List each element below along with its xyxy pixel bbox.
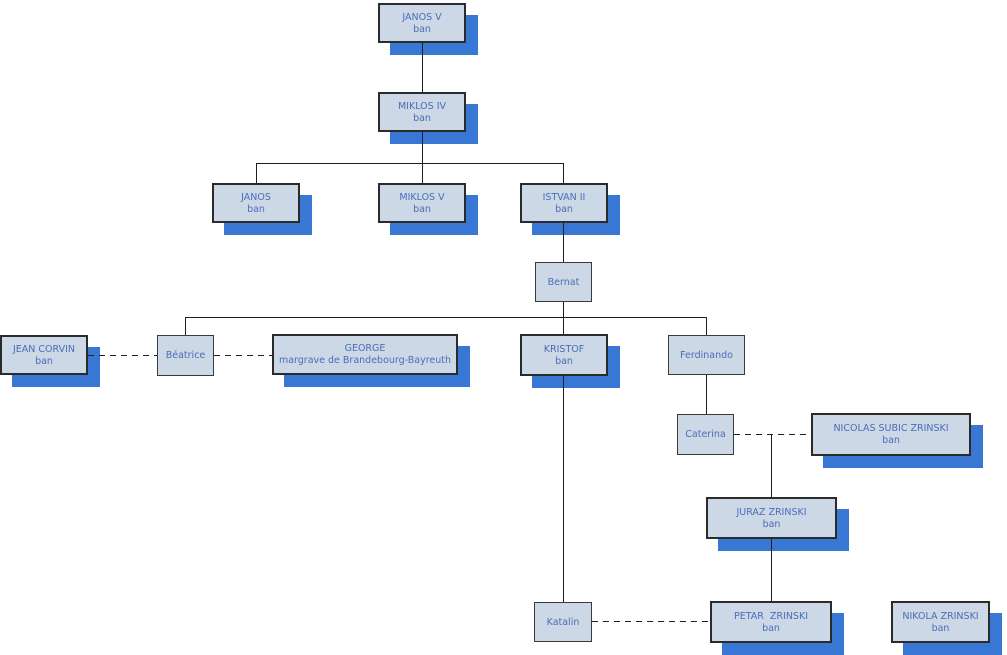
connector-line	[563, 317, 564, 334]
node-juraz-zrinski[interactable]: JURAZ ZRINSKI ban	[706, 497, 837, 539]
node-ferdinando[interactable]: Ferdinando	[668, 335, 745, 375]
node-subtitle: ban	[762, 518, 781, 530]
node-subtitle: ban	[555, 203, 573, 215]
node-george[interactable]: GEORGE margrave de Brandebourg-Bayreuth	[272, 334, 458, 375]
node-janos-v[interactable]: JANOS V ban	[378, 3, 466, 43]
connector-line	[422, 163, 423, 183]
node-bernat[interactable]: Bernat	[535, 262, 592, 302]
connector-line	[185, 317, 707, 318]
node-subtitle: ban	[35, 355, 53, 367]
connector-line	[256, 163, 564, 164]
marriage-dashed-line	[734, 434, 811, 435]
connector-line	[771, 539, 772, 601]
connector-line	[422, 132, 423, 164]
node-subtitle: ban	[247, 203, 265, 215]
node-istvan-ii[interactable]: ISTVAN II ban	[520, 183, 608, 223]
node-subtitle: ban	[555, 355, 573, 367]
marriage-dashed-line	[214, 355, 272, 356]
connector-line	[771, 434, 772, 497]
marriage-dashed-line	[592, 621, 710, 622]
node-kristof[interactable]: KRISTOF ban	[520, 334, 608, 376]
node-petar-zrinski[interactable]: PETAR ZRINSKI ban	[710, 601, 832, 643]
node-katalin[interactable]: Katalin	[534, 602, 592, 642]
node-name: Bernat	[547, 276, 580, 288]
node-name: Ferdinando	[680, 349, 733, 361]
node-name: PETAR ZRINSKI	[733, 610, 808, 622]
node-name: KRISTOF	[543, 343, 585, 355]
node-subtitle: margrave de Brandebourg-Bayreuth	[278, 355, 452, 366]
connector-line	[256, 163, 257, 183]
node-nicolas-subic-zrinski[interactable]: NICOLAS SUBIC ZRINSKI ban	[811, 413, 971, 456]
connector-line	[563, 302, 564, 317]
node-name: JEAN CORVIN	[12, 343, 76, 355]
node-caterina[interactable]: Caterina	[677, 414, 734, 455]
connector-line	[706, 375, 707, 414]
node-jean-corvin[interactable]: JEAN CORVIN ban	[0, 335, 88, 375]
node-name: Béatrice	[165, 350, 206, 361]
connector-line	[185, 317, 186, 336]
node-name: MIKLOS IV	[397, 100, 446, 112]
node-name: NICOLAS SUBIC ZRINSKI	[833, 423, 949, 434]
connector-line	[706, 317, 707, 335]
node-name: GEORGE	[344, 343, 386, 354]
node-name: JANOS	[241, 191, 271, 203]
node-miklos-v[interactable]: MIKLOS V ban	[378, 183, 466, 223]
connector-line	[563, 223, 564, 262]
node-subtitle: ban	[413, 23, 431, 35]
node-subtitle: ban	[762, 622, 780, 634]
node-name: MIKLOS V	[399, 191, 445, 203]
connector-line	[563, 163, 564, 183]
node-miklos-iv[interactable]: MIKLOS IV ban	[378, 92, 466, 132]
connector-line	[422, 43, 423, 92]
node-subtitle: ban	[413, 112, 431, 124]
node-subtitle: ban	[413, 203, 431, 215]
node-janos[interactable]: JANOS ban	[212, 183, 300, 223]
node-name: ISTVAN II	[542, 191, 586, 203]
marriage-dashed-line	[88, 355, 157, 356]
node-name: JANOS V	[402, 11, 442, 23]
node-name: NIKOLA ZRINSKI	[902, 610, 979, 622]
connector-line	[563, 376, 564, 602]
node-name: JURAZ ZRINSKI	[736, 506, 807, 518]
node-nikola-zrinski[interactable]: NIKOLA ZRINSKI ban	[891, 601, 990, 643]
node-beatrice[interactable]: Béatrice	[157, 335, 214, 376]
node-name: Caterina	[685, 429, 726, 440]
node-name: Katalin	[546, 616, 580, 628]
node-subtitle: ban	[882, 435, 900, 446]
node-subtitle: ban	[931, 622, 950, 634]
